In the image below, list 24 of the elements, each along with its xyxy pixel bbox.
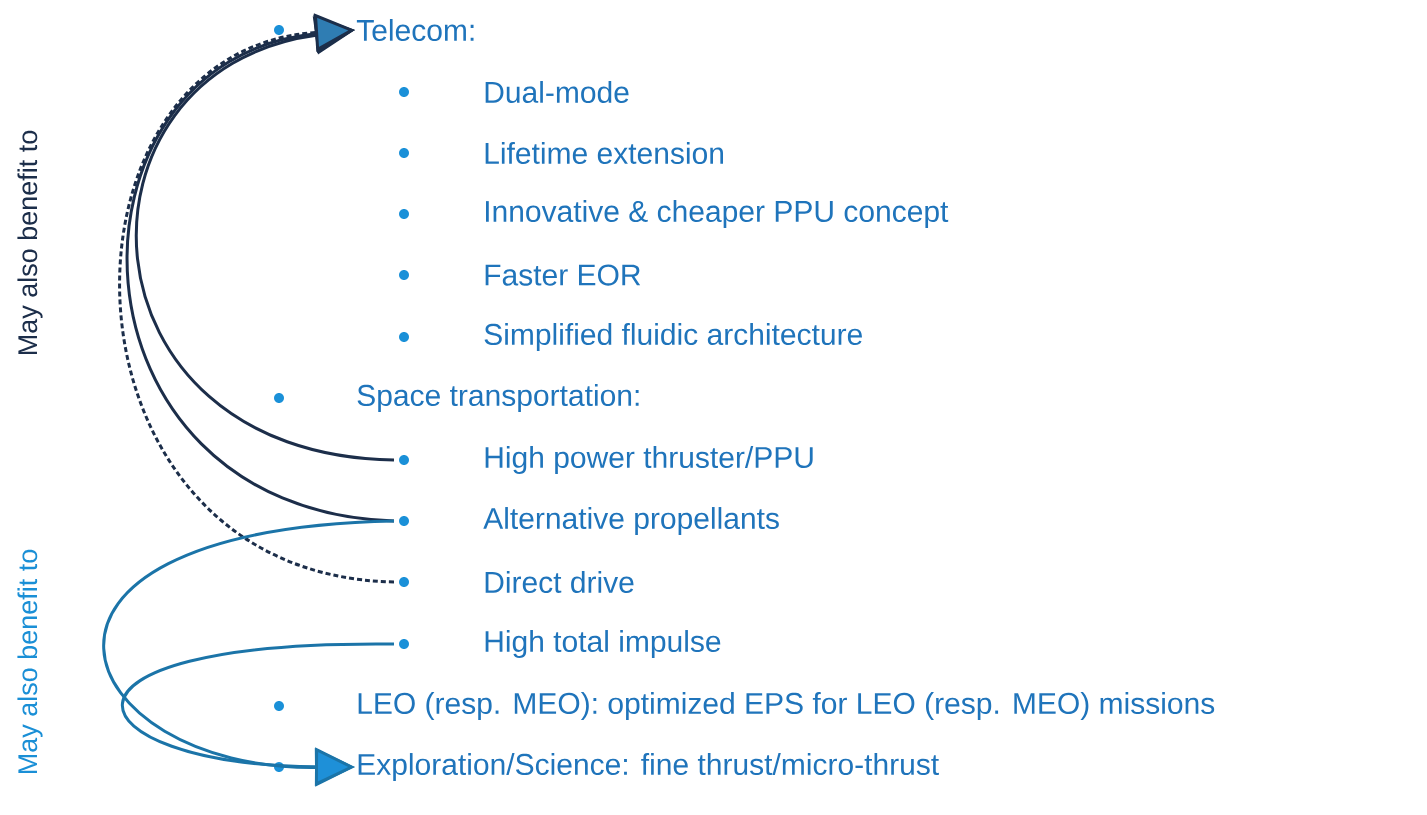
list-item: High power thruster/PPU	[399, 446, 813, 474]
node-label: Innovative & cheaper PPU concept	[485, 200, 949, 228]
list-item: Direct drive	[399, 571, 634, 594]
node-label: Alternative propellants	[483, 507, 779, 535]
list-item: Alternative propellants	[399, 507, 779, 535]
list-item: Innovative & cheaper PPU concept	[399, 200, 949, 228]
side-label: May also benefit to	[17, 549, 43, 774]
list-item: Telecom:	[356, 19, 474, 42]
node-label: Dual-mode	[485, 80, 629, 104]
node-label: Simplified fluidic architecture	[484, 323, 862, 351]
list-item: High total impulse	[399, 630, 721, 658]
side-label: May also benefit to	[17, 130, 43, 355]
list-item: Exploration/Science: fine thrust/micro-thrust	[358, 753, 939, 781]
node-label: High power thruster/PPU	[485, 446, 813, 474]
node-label: Lifetime extension	[485, 141, 724, 165]
node-label: Faster EOR	[485, 264, 641, 286]
list-item: Dual-mode	[399, 81, 629, 104]
list-item: Simplified fluidic architecture	[399, 323, 862, 351]
list-item: Space transportation:	[357, 384, 639, 412]
list-item: Faster EOR	[399, 264, 641, 286]
list-item: LEO (resp. MEO): optimized EPS for LEO (resp. MEO) missions	[358, 692, 1215, 720]
list-item: Lifetime extension	[399, 142, 723, 165]
node-label: High total impulse	[485, 630, 721, 658]
node-label: Direct drive	[485, 570, 634, 594]
